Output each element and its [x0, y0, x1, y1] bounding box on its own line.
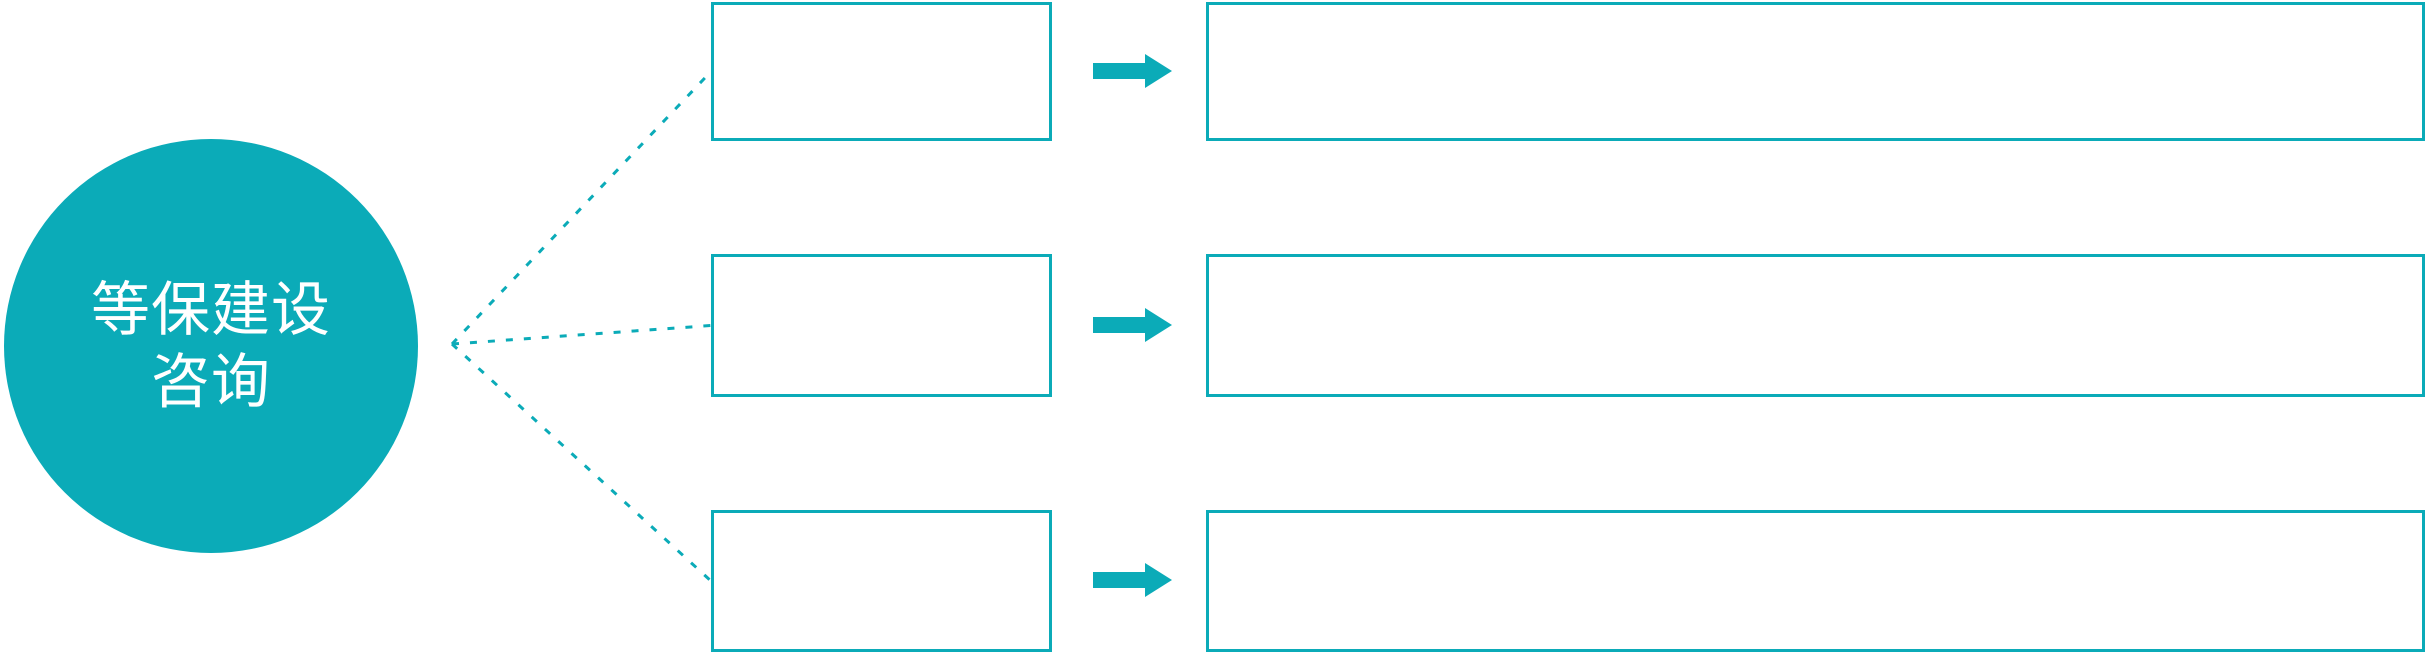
stage-box-row-3[interactable] [711, 510, 1052, 652]
hub-label-line1: 等保建设 [90, 275, 331, 345]
detail-box-row-1[interactable] [1206, 2, 2425, 141]
detail-box-row-2[interactable] [1206, 254, 2425, 397]
detail-box-row-3[interactable] [1206, 510, 2425, 652]
right-arrow-icon-row-3 [1093, 563, 1172, 597]
detail-label-row-1 [1209, 5, 2422, 138]
right-arrow-icon-row-2 [1093, 308, 1172, 342]
right-arrow-icon-row-1 [1093, 54, 1172, 88]
stage-label-row-3 [714, 513, 1049, 649]
hub-label-line2: 咨询 [150, 347, 271, 416]
detail-label-row-3 [1209, 513, 2422, 649]
hub-circle[interactable]: 等保建设 咨询 [4, 139, 418, 553]
stage-box-row-2[interactable] [711, 254, 1052, 397]
stage-label-row-1 [714, 5, 1049, 138]
detail-label-row-2 [1209, 257, 2422, 394]
stage-box-row-1[interactable] [711, 2, 1052, 141]
stage-label-row-2 [714, 257, 1049, 394]
